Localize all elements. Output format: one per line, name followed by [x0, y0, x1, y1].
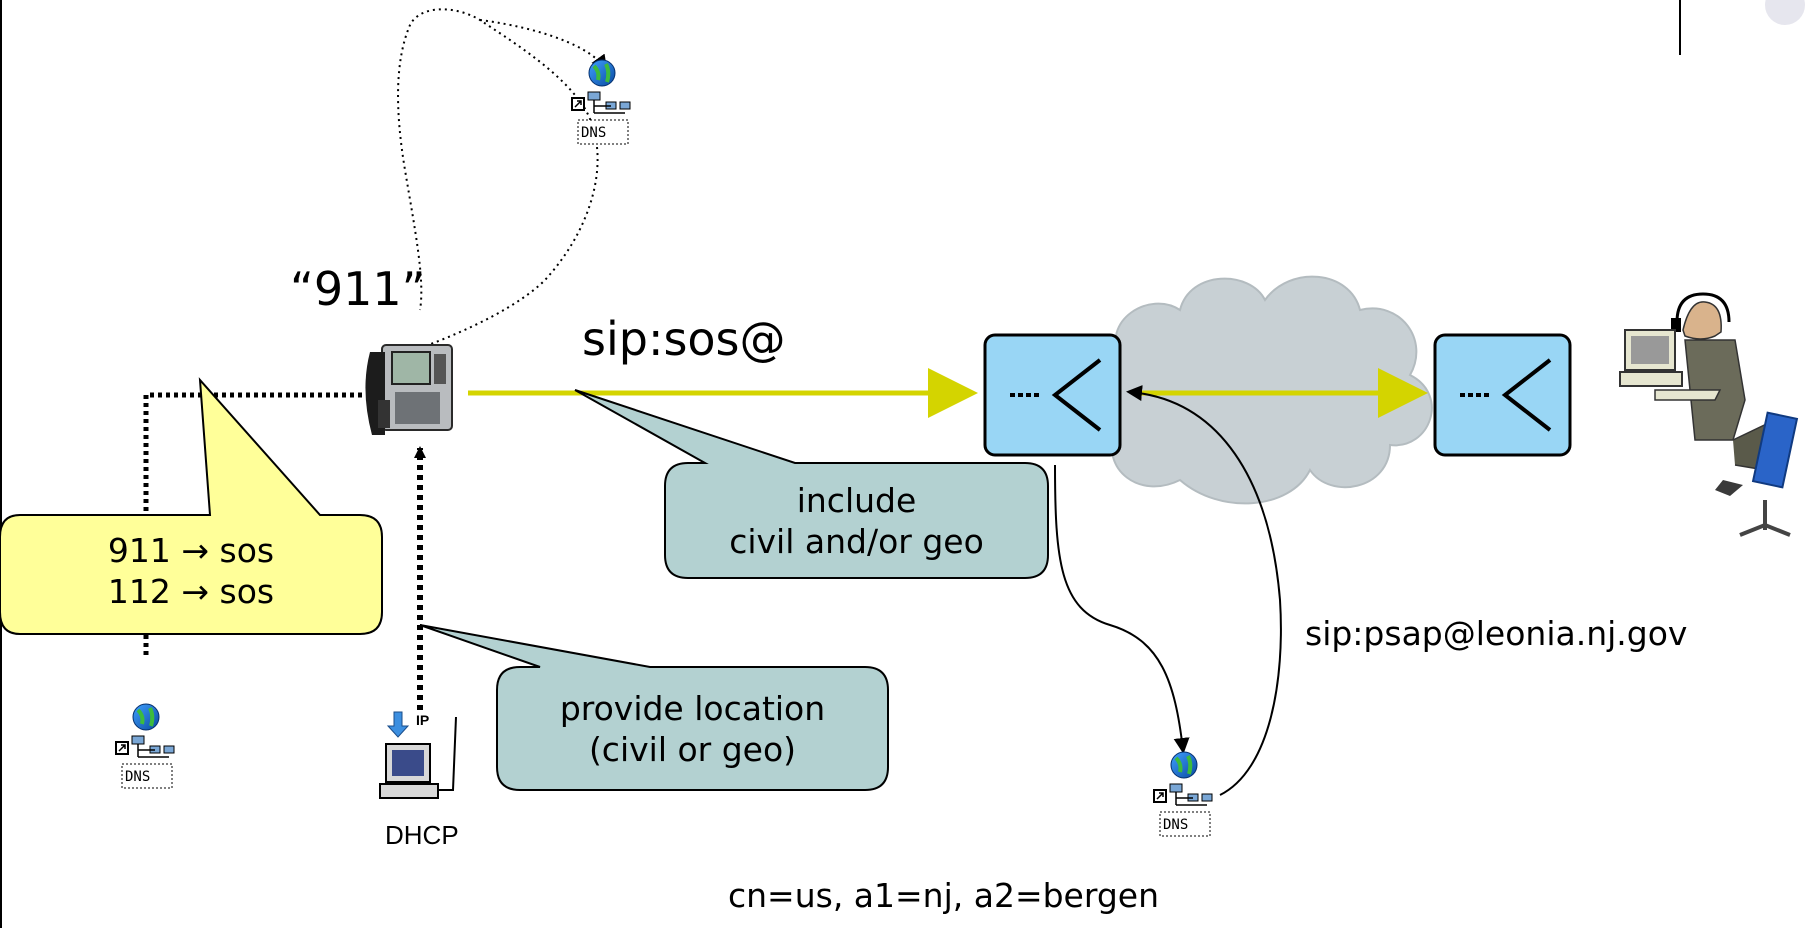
- dns-query-curve-tip: [479, 19, 608, 72]
- include-callout-text: include civil and/or geo: [665, 480, 1048, 562]
- sip-sos-label: sip:sos@: [582, 312, 786, 366]
- dhcp-server-icon: [379, 711, 457, 799]
- mapping-line-911: 911 → sos: [107, 531, 275, 570]
- dhcp-ip-badge: IP: [416, 712, 430, 728]
- psap-uri-label: sip:psap@leonia.nj.gov: [1305, 614, 1688, 653]
- mapping-line-112: 112 → sos: [107, 572, 275, 611]
- dialed-number-label: “911”: [290, 262, 426, 316]
- ip-phone-icon: [365, 344, 453, 435]
- corner-decoration: [1765, 0, 1805, 25]
- dns-server-icon-bottom: [1153, 751, 1213, 837]
- proxy-server-1: [983, 333, 1122, 457]
- include-line-1: include: [796, 481, 917, 520]
- dns-bracket-line: [143, 389, 390, 655]
- dhcp-label: DHCP: [385, 820, 459, 850]
- proxy-dns-response-curve: [1126, 385, 1282, 796]
- dns-badge-left: DNS: [125, 769, 151, 785]
- dns-badge-bottom: DNS: [1163, 817, 1189, 833]
- include-callout-shape: [574, 389, 1049, 579]
- location-keys-label: cn=us, a1=nj, a2=bergen: [728, 876, 1159, 915]
- dns-query-curve: [397, 8, 599, 349]
- provide-line-1: provide location: [559, 689, 826, 728]
- proxy-server-2: [1433, 333, 1572, 457]
- psap-operator-icon: [1619, 292, 1799, 537]
- provide-line-2: (civil or geo): [588, 730, 797, 769]
- provide-callout-text: provide location (civil or geo): [497, 688, 888, 770]
- mapping-callout-shape: [0, 377, 383, 635]
- dns-badge-top: DNS: [581, 125, 607, 141]
- provide-callout-shape: [419, 624, 889, 791]
- proxy-dns-query-curve: [1054, 464, 1190, 754]
- dns-server-icon-top: [571, 59, 631, 145]
- include-line-2: civil and/or geo: [729, 522, 984, 561]
- mapping-callout-text: 911 → sos 112 → sos: [0, 530, 382, 612]
- network-cloud: [1084, 275, 1433, 505]
- dns-server-icon-left: [115, 703, 175, 789]
